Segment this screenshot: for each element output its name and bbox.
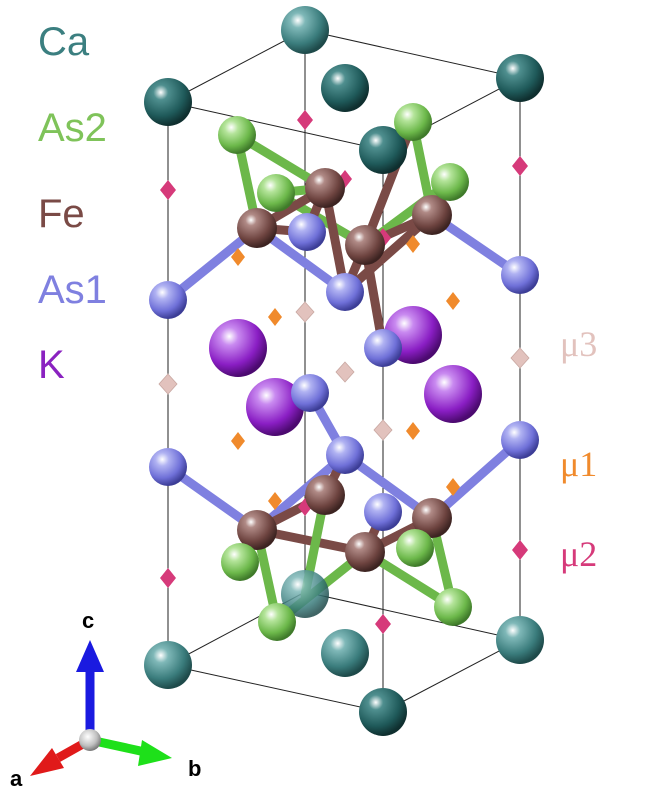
legend-ca: Ca <box>38 20 90 64</box>
ca-atom <box>144 78 192 126</box>
mu1-site <box>406 422 420 440</box>
mu1-site <box>446 478 460 496</box>
as1-atom <box>364 329 402 367</box>
as2-atom <box>394 103 432 141</box>
mu1-site <box>406 235 420 253</box>
fe-atom <box>345 532 385 572</box>
mu1-site <box>268 492 282 510</box>
as2-atom <box>431 163 469 201</box>
legend-as2: As2 <box>38 106 107 150</box>
fe-atom <box>345 225 385 265</box>
axis-label-c: c <box>82 608 95 633</box>
k-atoms <box>209 306 482 436</box>
ca-atom <box>496 54 544 102</box>
legend-fe: Fe <box>38 192 85 236</box>
mu1-sites <box>231 235 460 510</box>
ca-atom <box>281 570 329 618</box>
axis-label-b: b <box>188 756 202 781</box>
fe-atom <box>412 498 452 538</box>
mu3-site <box>510 347 530 369</box>
ca-atoms <box>144 6 544 736</box>
mu1-site <box>231 248 245 266</box>
fe-atom <box>237 510 277 550</box>
ca-atom <box>321 64 369 112</box>
mu3-site <box>295 301 315 323</box>
as1-atom <box>364 493 402 531</box>
label-mu3: μ3 <box>560 324 598 364</box>
mu3-sites <box>158 301 530 441</box>
as2-atom <box>221 543 259 581</box>
mu2-site <box>160 568 176 588</box>
mu2-site <box>512 540 528 560</box>
mu2-site <box>160 180 176 200</box>
fe-atom <box>305 168 345 208</box>
mu2-site <box>512 156 528 176</box>
as2-atom <box>218 116 256 154</box>
ca-atom <box>359 126 407 174</box>
legend-k: K <box>38 343 65 387</box>
as1-atom <box>326 273 364 311</box>
as2-atom <box>434 588 472 626</box>
as1-atom <box>291 374 329 412</box>
mu2-sites <box>160 110 528 634</box>
mu3-site <box>158 373 178 395</box>
mu1-site <box>231 432 245 450</box>
k-atom <box>246 378 304 436</box>
b-axis-arrowhead <box>138 740 172 766</box>
as1-atom <box>501 421 539 459</box>
c-axis-arrowhead <box>76 640 104 672</box>
mu1-site <box>446 292 460 310</box>
as1-atom <box>149 448 187 486</box>
axis-triad <box>30 640 172 776</box>
fe-atom <box>237 208 277 248</box>
as2-atom <box>258 603 296 641</box>
ca-atom <box>359 688 407 736</box>
fe-atom <box>305 475 345 515</box>
k-atom <box>424 365 482 423</box>
fe-atoms <box>237 168 452 572</box>
as2-atom <box>396 529 434 567</box>
mu2-site <box>375 614 391 634</box>
label-mu1: μ1 <box>560 444 598 484</box>
as1-atom <box>149 281 187 319</box>
as2-atom <box>257 174 295 212</box>
label-mu2: μ2 <box>560 534 598 574</box>
as1-atoms <box>149 213 539 531</box>
ca-atom <box>281 6 329 54</box>
fe-atom <box>412 195 452 235</box>
mu3-site <box>335 361 355 383</box>
axis-origin <box>79 729 101 751</box>
ca-atom <box>496 616 544 664</box>
ca-atom <box>144 641 192 689</box>
ca-atom <box>321 629 369 677</box>
axis-label-a: a <box>10 766 23 791</box>
as2-atoms <box>218 103 472 641</box>
mu1-site <box>268 308 282 326</box>
k-atom <box>209 319 267 377</box>
a-axis-arrowhead <box>30 748 64 776</box>
as1-atom <box>501 256 539 294</box>
as1-atom <box>326 436 364 474</box>
legend-as1: As1 <box>38 268 107 312</box>
mu2-site <box>297 110 313 130</box>
as1-atom <box>288 213 326 251</box>
mu3-site <box>373 419 393 441</box>
